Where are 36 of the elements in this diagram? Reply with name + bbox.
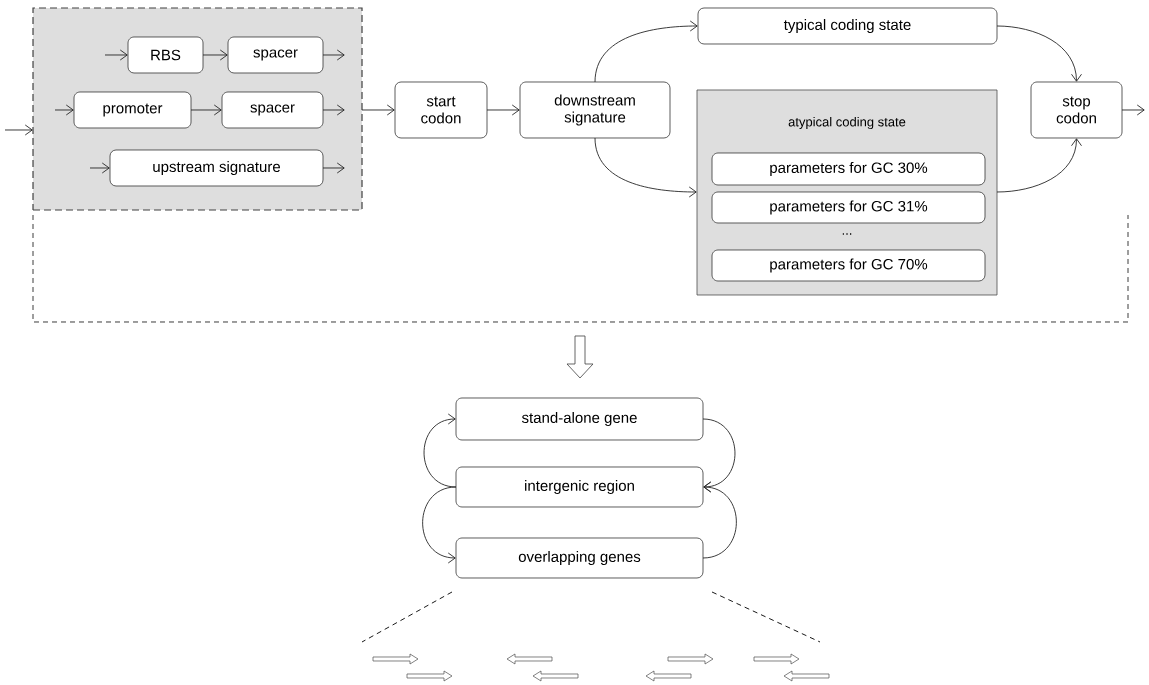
process-box: spacer [227, 36, 324, 74]
arrow [202, 49, 228, 61]
process-box: spacer [221, 91, 324, 129]
arrow [423, 413, 457, 488]
panel-heading: atypical coding state [788, 116, 906, 130]
process-box: stop codon [1030, 81, 1123, 139]
arrow [422, 486, 457, 564]
arrow [104, 49, 128, 61]
arrow [322, 49, 345, 61]
process-box: downstream signature [519, 81, 671, 139]
arrow [54, 104, 74, 116]
arrow [361, 104, 395, 116]
process-box: start codon [394, 81, 488, 139]
process-box: intergenic region [455, 466, 704, 508]
arrow [594, 137, 697, 198]
process-box: upstream signature [109, 149, 324, 187]
process-box: overlapping genes [455, 537, 704, 579]
process-box: typical coding state [697, 7, 998, 45]
arrow [996, 25, 1082, 82]
arrow [4, 124, 33, 136]
arrow [190, 104, 222, 116]
arrow [996, 138, 1082, 193]
arrow [594, 20, 698, 83]
arrow [486, 104, 520, 116]
ellipsis: ... [842, 233, 852, 235]
arrow [322, 104, 345, 116]
process-box: promoter [73, 91, 192, 129]
process-box: parameters for GC 31% [711, 191, 986, 224]
arrow [89, 162, 110, 174]
process-box: parameters for GC 30% [711, 152, 986, 186]
process-box: RBS [127, 36, 204, 74]
arrow [702, 481, 737, 559]
arrow [1121, 104, 1145, 116]
arrow [322, 162, 345, 174]
process-box: stand-alone gene [455, 397, 704, 441]
process-box: parameters for GC 70% [711, 249, 986, 282]
